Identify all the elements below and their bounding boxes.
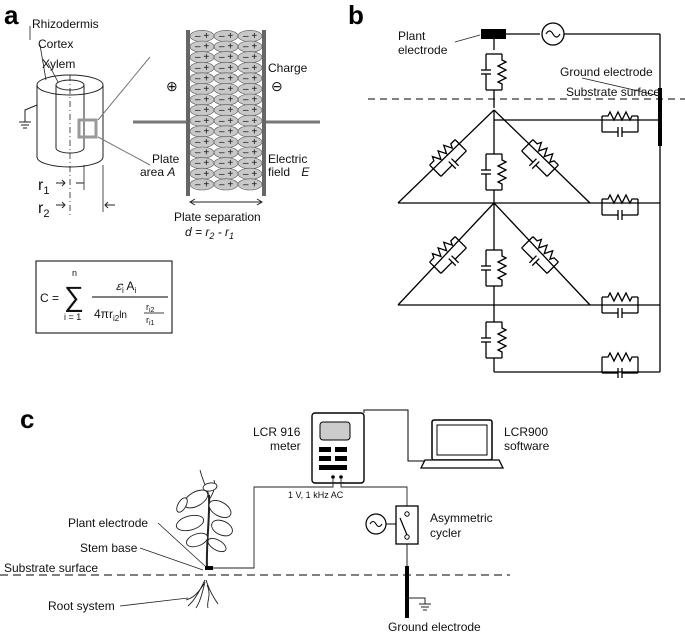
cell-charge-signs: – + [195, 42, 209, 53]
cell-charge-signs: – + [219, 126, 233, 137]
cell-charge-signs: – + [243, 52, 257, 63]
negative-charge-icon: ⊖ [271, 78, 283, 94]
cell-charge-signs: – + [243, 31, 257, 42]
cell-charge-signs: – + [219, 63, 233, 74]
cortex-label: Cortex [38, 37, 73, 51]
cell-charge-signs: – + [195, 73, 209, 84]
xylem-label: Xylem [42, 57, 75, 71]
cell-charge-signs: – + [219, 52, 233, 63]
formula-frac-top: ri2 [146, 302, 155, 314]
cell-charge-signs: – + [219, 169, 233, 180]
cell-charge-signs: – + [243, 84, 257, 95]
cell-charge-signs: – + [195, 84, 209, 95]
software-label-line1: LCR900 [504, 425, 548, 439]
cell-charge-signs: – + [243, 148, 257, 159]
cell-charge-signs: – + [195, 137, 209, 148]
lcr-meter-label-line1: LCR 916 [253, 425, 301, 439]
panel-a-label: a [4, 0, 19, 30]
plate-area-label: area A [140, 165, 175, 179]
charge-label: Charge [268, 61, 308, 75]
electric-label: Electric [268, 152, 307, 166]
cell-charge-signs: – + [219, 158, 233, 169]
cell-charge-signs: – + [219, 148, 233, 159]
substrate-surface-label-b: Substrate surface [566, 85, 660, 99]
separation-formula: d = r2 - r1 [185, 225, 234, 241]
cell-charge-signs: – + [219, 73, 233, 84]
asymmetric-cycler-icon [395, 505, 419, 545]
cell-charge-signs: – + [243, 63, 257, 74]
plate-separation-label: Plate separation [174, 210, 261, 224]
software-label-line2: software [504, 439, 550, 453]
cell-charge-signs: – + [219, 105, 233, 116]
cell-charge-signs: – + [243, 73, 257, 84]
plant-electrode-icon [481, 29, 506, 39]
r1-label: r1 [38, 177, 49, 197]
lcr-meter-label-line2: meter [270, 439, 301, 453]
formula-denominator: 4πri2ln [94, 307, 127, 323]
lcr-meter-icon [311, 412, 365, 484]
cell-charge-signs: – + [219, 42, 233, 53]
capacitance-formula: C = ∑ n i = 1 𝜀i Ai 4πri2ln ri2 ri1 [35, 260, 173, 334]
stem-base-label: Stem base [80, 541, 138, 555]
cell-charge-signs: – + [243, 137, 257, 148]
cell-charge-signs: – + [195, 116, 209, 127]
ground-electrode-label: Ground electrode [560, 65, 653, 79]
capacitor-diagram: – +– +– +– +– +– +– +– +– +– +– +– +– +–… [133, 30, 320, 241]
plant-icon [175, 469, 233, 609]
equivalent-circuit [368, 22, 685, 379]
electric-field-label: field E [268, 165, 310, 179]
plate-label: Plate [152, 152, 180, 166]
cycler-label-line2: cycler [430, 526, 461, 540]
cell-charge-signs: – + [219, 137, 233, 148]
cycler-label-line1: Asymmetric [430, 511, 493, 525]
root-system-label: Root system [48, 599, 115, 613]
root-cylinder [19, 56, 151, 215]
panel-c-label: c [20, 404, 34, 434]
cell-charge-signs: – + [195, 31, 209, 42]
cell-charge-signs: – + [195, 63, 209, 74]
formula-upper: n [72, 268, 77, 278]
cell-charge-signs: – + [219, 31, 233, 42]
cell-charge-signs: – + [243, 42, 257, 53]
cell-charge-signs: – + [195, 148, 209, 159]
formula-lower: i = 1 [64, 312, 81, 322]
formula-lhs: C = [40, 291, 59, 305]
formula-frac-bottom: ri1 [146, 315, 155, 327]
dielectric-cell [237, 178, 263, 191]
cell-charge-signs: – + [243, 158, 257, 169]
laptop-icon [419, 419, 505, 469]
plant-electrode-label-line2: electrode [398, 43, 448, 57]
cell-charge-signs: – + [219, 179, 233, 190]
cell-charge-signs: – + [243, 169, 257, 180]
cell-charge-signs: – + [219, 116, 233, 127]
cell-charge-signs: – + [219, 84, 233, 95]
rhizodermis-label: Rhizodermis [32, 17, 99, 31]
cell-charge-signs: – + [195, 158, 209, 169]
formula-sum: ∑ [64, 281, 84, 312]
positive-charge-icon: ⊕ [166, 78, 178, 94]
cell-charge-signs: – + [243, 105, 257, 116]
ac-signal-label: 1 V, 1 kHz AC [288, 490, 344, 500]
cell-charge-signs: – + [195, 95, 209, 106]
cell-charge-signs: – + [243, 179, 257, 190]
cell-charge-signs: – + [195, 126, 209, 137]
substrate-surface-label-c: Substrate surface [4, 561, 98, 575]
cell-charge-signs: – + [195, 52, 209, 63]
cell-charge-signs: – + [243, 126, 257, 137]
ground-electrode-label-c: Ground electrode [388, 620, 481, 633]
plant-electrode-c-icon [205, 566, 213, 570]
cell-charge-signs: – + [243, 116, 257, 127]
plant-electrode-label-c: Plant electrode [68, 516, 148, 530]
formula-numerator: 𝜀i Ai [116, 279, 136, 295]
zoom-box [77, 118, 98, 139]
cell-charge-signs: – + [195, 105, 209, 116]
cell-charge-signs: – + [243, 95, 257, 106]
panel-b-label: b [348, 0, 364, 30]
cell-charge-signs: – + [195, 179, 209, 190]
r2-label: r2 [38, 200, 49, 220]
cell-charge-signs: – + [219, 95, 233, 106]
plant-electrode-label-line1: Plant [398, 29, 426, 43]
cell-charge-signs: – + [195, 169, 209, 180]
